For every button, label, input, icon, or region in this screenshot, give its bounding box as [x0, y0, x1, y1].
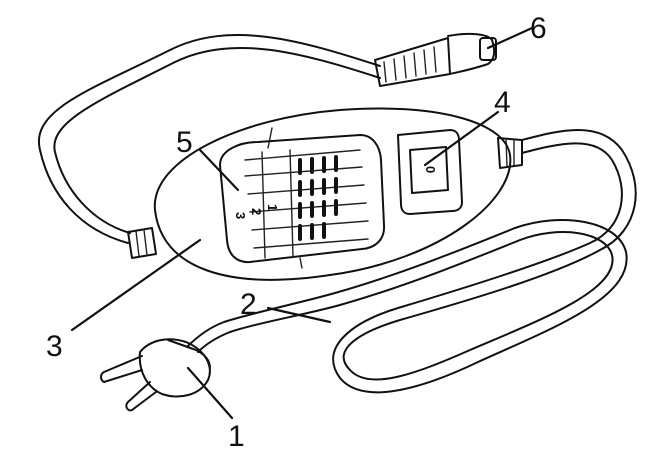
- connector-plug: [374, 32, 497, 87]
- scale-label-2: 2: [249, 208, 264, 215]
- callout-6: 6: [530, 12, 547, 45]
- power-switch: 0: [397, 129, 463, 215]
- cord-right-loop: [332, 129, 637, 394]
- callout-4: 4: [494, 86, 511, 119]
- leader-6: [486, 26, 534, 50]
- leader-2: [266, 306, 332, 324]
- leader-5: [198, 148, 240, 192]
- strain-relief-left: [127, 227, 157, 259]
- switch-off-label: 0: [423, 166, 438, 173]
- heat-setting-dial: 1 2 3: [219, 134, 386, 264]
- leader-4: [423, 110, 500, 167]
- callout-5: 5: [176, 126, 193, 159]
- leader-lines: [70, 26, 534, 420]
- callout-3: 3: [46, 330, 63, 363]
- scale-label-1: 1: [265, 204, 280, 211]
- callout-labels: 1 2 3 4 5 6: [46, 12, 547, 449]
- cord-to-plug: [187, 227, 521, 353]
- control-box: [153, 107, 512, 281]
- cord-left-loop: [37, 34, 381, 244]
- mains-plug: [100, 338, 211, 412]
- callout-2: 2: [240, 288, 257, 321]
- callout-1: 1: [228, 420, 245, 449]
- leader-1: [186, 366, 234, 420]
- scale-label-3: 3: [233, 212, 248, 219]
- leader-3: [70, 238, 202, 332]
